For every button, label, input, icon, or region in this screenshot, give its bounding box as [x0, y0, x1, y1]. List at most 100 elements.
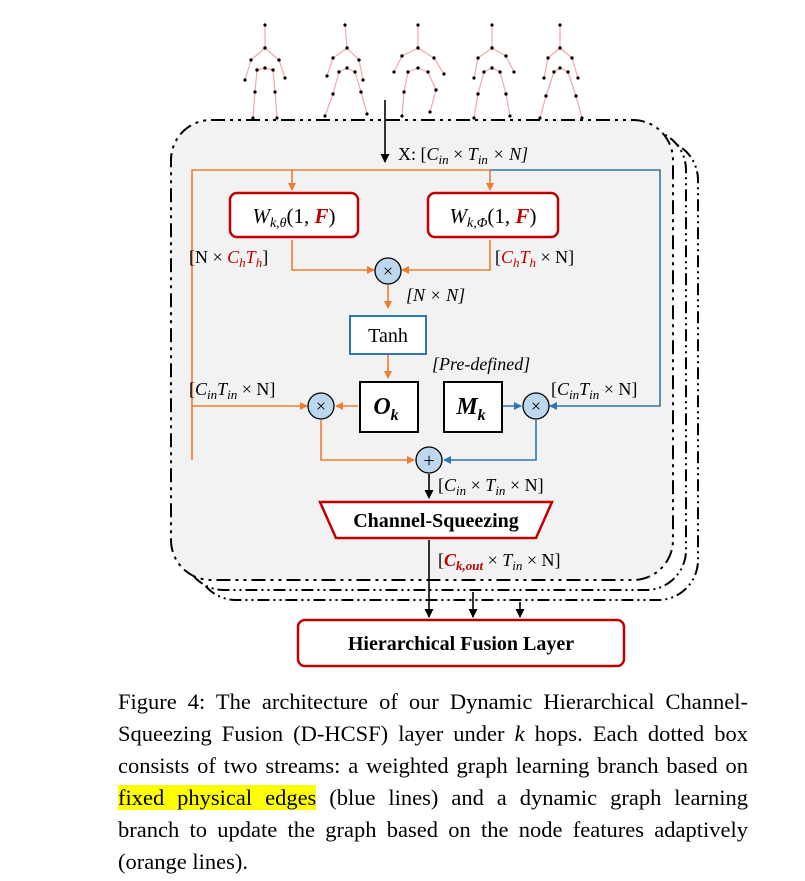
skeleton-joint [504, 54, 508, 58]
w-theta-label: Wk,θ(1, F) [252, 204, 335, 231]
skeleton-joint [331, 92, 335, 96]
skeleton-joint [400, 54, 404, 58]
architecture-diagram: X: [Cin × Tin × N] Wk,θ(1, F) Wk,Φ(1, F)… [170, 23, 699, 668]
skeleton-joint [490, 46, 494, 50]
skeleton-joint [283, 76, 287, 80]
dim-out-label: [Ck,out × Tin × N] [438, 550, 561, 573]
skeleton-joint [570, 56, 574, 60]
sum-symbol: + [423, 450, 434, 472]
skeleton-bone [477, 71, 485, 95]
skeleton-joint [271, 68, 275, 72]
tanh-label: Tanh [368, 325, 408, 347]
skeleton-bone [254, 69, 258, 93]
caption-label: Figure 4: [118, 689, 206, 714]
skeleton-bone [417, 67, 429, 73]
skeleton-bone [250, 47, 266, 61]
skeleton-bone [272, 69, 276, 93]
skeleton-bone [401, 91, 405, 117]
skeleton-bone [332, 71, 340, 95]
skeleton-bone [545, 71, 555, 97]
fusion-layer-box [296, 618, 626, 668]
w-phi-box [426, 191, 560, 239]
skeleton-joint [546, 56, 550, 60]
skeleton-joint [476, 56, 480, 60]
skeleton-joint [325, 74, 329, 78]
multiply-node-left [307, 392, 335, 420]
skeleton-bone [393, 55, 403, 73]
multiply-symbol-top: × [383, 261, 393, 281]
skeleton-joint [263, 66, 267, 70]
skeleton-figures [243, 23, 584, 120]
skeleton-bone [433, 57, 445, 75]
skeleton-bone [473, 93, 479, 119]
skeleton-bone [344, 24, 348, 49]
multiply-symbol-right: × [531, 396, 541, 416]
skeleton-joint [253, 90, 257, 94]
skeleton-bone [543, 57, 549, 79]
channel-squeezing-label: Channel-Squeezing [353, 510, 519, 532]
skeleton-bone [324, 93, 334, 117]
skeleton-bone [539, 95, 547, 119]
skeleton-bone [346, 47, 360, 61]
skeleton-joint [498, 70, 502, 74]
skeleton-bone [499, 71, 507, 95]
skeleton-joint [432, 56, 436, 60]
skeleton-joint [574, 94, 578, 98]
skeleton-bone [417, 47, 435, 59]
skeleton-joint [442, 72, 446, 76]
figure-caption: Figure 4: The architecture of our Dynami… [118, 686, 748, 878]
skeleton-bone [505, 93, 511, 117]
skeleton-bone [326, 57, 334, 77]
skeleton-joint [345, 66, 349, 70]
skeleton-joint [490, 23, 494, 27]
skeleton-joint [576, 76, 580, 80]
dim-right-low-label: [CinTin × N] [551, 379, 637, 402]
skeleton-bone [403, 71, 409, 93]
skeleton-joint [538, 116, 542, 120]
skeleton-bone [429, 89, 437, 113]
skeleton-joint [249, 58, 253, 62]
skeleton-joint [508, 114, 512, 118]
skeleton-joint [490, 66, 494, 70]
skeleton-joint [558, 66, 562, 70]
skeleton-bone [559, 47, 573, 59]
skeleton-bone [360, 91, 368, 115]
skeleton-joint [544, 94, 548, 98]
skeleton-joint [482, 70, 486, 74]
skeleton-joint [353, 70, 357, 74]
skeleton-joint [323, 114, 327, 118]
skeleton-joint [331, 56, 335, 60]
skeleton-joint [392, 70, 396, 74]
o-k-label: Ok [373, 394, 398, 424]
skeleton-joint [472, 116, 476, 120]
skeleton-bone [407, 67, 419, 73]
dim-left-low-label: [CinTin × N] [189, 379, 275, 402]
skeleton-bone [473, 57, 479, 79]
skeleton-bone [401, 47, 419, 57]
m-k-label: Mk [455, 394, 485, 424]
skeleton-joint [504, 92, 508, 96]
skeleton-bone [252, 91, 256, 119]
fixed-edge-branch-lines [443, 169, 661, 464]
skeleton-joint [277, 58, 281, 62]
skeleton-joint [566, 70, 570, 74]
skeleton-joint [345, 46, 349, 50]
skeleton-joint [251, 116, 255, 120]
skeleton-joint [426, 70, 430, 74]
input-label: X: [Cin × Tin × N] [398, 144, 528, 167]
skeleton-bone [332, 47, 348, 59]
skeleton-bone [358, 59, 364, 81]
predefined-label: [Pre-defined] [432, 354, 530, 374]
dim-sum-label: [Cin × Tin × N] [438, 475, 544, 498]
skeleton-bone [567, 71, 577, 97]
caption-text-after: (blue lines) and a dynamic graph learnin… [118, 785, 748, 874]
dim-right-label: [ChTh × N] [495, 247, 574, 270]
dynamic-branch-lines [191, 169, 494, 464]
skeleton-bone [477, 47, 493, 59]
skeleton-joint [273, 90, 277, 94]
skeleton-joint [255, 68, 259, 72]
skeleton-joint [542, 76, 546, 80]
skeleton-joint [428, 110, 432, 114]
skeleton-bone [264, 47, 280, 61]
channel-squeezing-block [318, 500, 554, 540]
